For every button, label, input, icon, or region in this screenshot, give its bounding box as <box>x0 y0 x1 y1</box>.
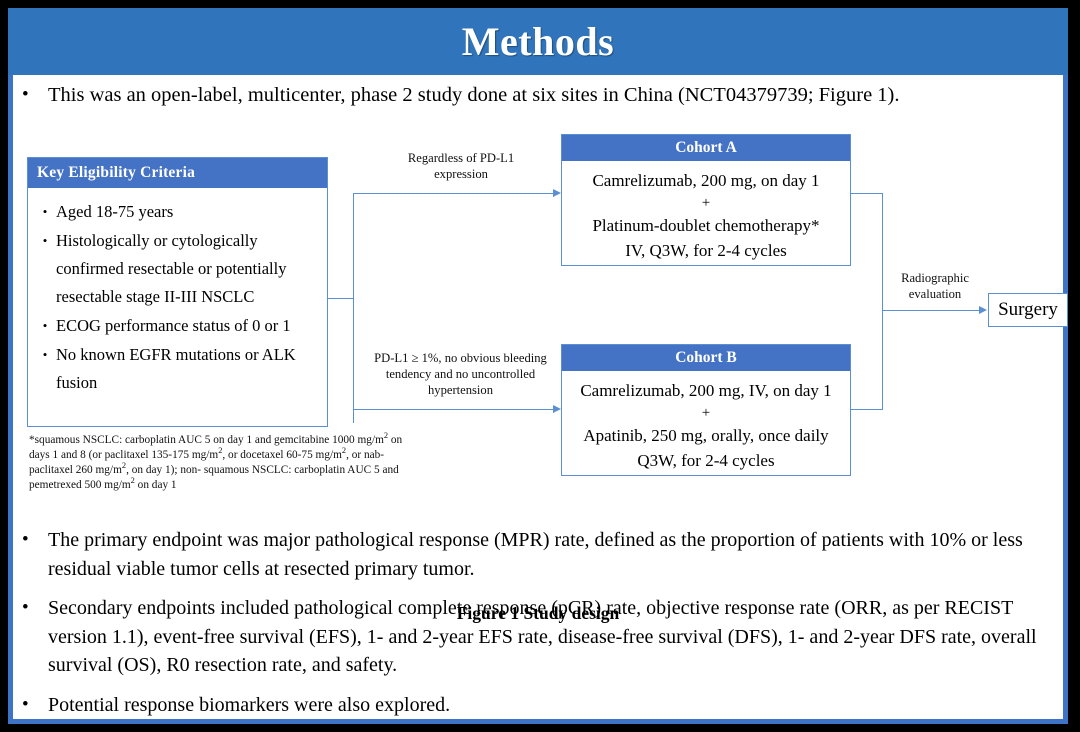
cohort-a-line-1: Camrelizumab, 200 mg, on day 1 <box>592 171 820 190</box>
footnote-sup: 2 <box>341 446 347 456</box>
cohort-a-body: Camrelizumab, 200 mg, on day 1 + Platinu… <box>562 161 850 263</box>
bullet-marker-icon: • <box>42 318 48 333</box>
list-item: • Potential response biomarkers were als… <box>22 691 1057 720</box>
eligibility-item-text: ECOG performance status of 0 or 1 <box>56 316 291 335</box>
eligibility-criteria-box: Key Eligibility Criteria • Aged 18-75 ye… <box>27 157 328 427</box>
eligibility-box-header: Key Eligibility Criteria <box>28 158 327 188</box>
connector-line <box>328 298 354 300</box>
connector-line <box>882 310 982 312</box>
connector-line <box>353 409 555 411</box>
intro-bullet: • This was an open-label, multicenter, p… <box>22 81 1054 109</box>
footnote-line-1-a: *squamous NSCLC: carboplatin AUC 5 on da… <box>29 434 384 446</box>
eligibility-item-text: Histologically or cytologically confirme… <box>56 231 287 306</box>
footnote-sup: 2 <box>383 431 389 441</box>
list-item: • This was an open-label, multicenter, p… <box>22 81 1054 109</box>
connector-line <box>353 193 355 423</box>
footnote-sup: 2 <box>130 476 135 486</box>
cohort-b-box: Cohort B Camrelizumab, 200 mg, IV, on da… <box>561 344 851 476</box>
connector-label-surgery: Radiographic evaluation <box>901 271 969 301</box>
bullet-marker-icon: • <box>22 693 29 715</box>
footnote-line-2-c: , or nab-paclitaxel 260 mg/m <box>29 449 385 476</box>
cohort-a-box: Cohort A Camrelizumab, 200 mg, on day 1 … <box>561 134 851 266</box>
eligibility-item-text: Aged 18-75 years <box>56 202 174 221</box>
footnote-line-2-a: paclitaxel 135-175 mg/m <box>104 449 219 461</box>
arrow-head-icon <box>979 306 987 314</box>
list-item: • Histologically or cytologically confir… <box>34 227 319 311</box>
surgery-box: Surgery <box>988 293 1068 327</box>
cohort-b-line-2: Apatinib, 250 mg, orally, once daily <box>583 426 829 445</box>
footnote-line-3-a: squamous NSCLC: carboplatin AUC 5 and pe… <box>29 464 399 491</box>
cohort-a-line-2: Platinum-doublet chemotherapy* <box>592 216 820 235</box>
bullet-marker-icon: • <box>22 597 29 618</box>
cohort-b-header: Cohort B <box>562 345 850 371</box>
surgery-label: Surgery <box>998 299 1058 320</box>
footnote-line-3-b: on day 1 <box>134 479 177 491</box>
slide-canvas: Methods • This was an open-label, multic… <box>8 8 1068 724</box>
footnote-sup: 2 <box>121 461 127 471</box>
list-item: • Secondary endpoints included pathologi… <box>22 594 1057 680</box>
cohort-a-line-3: IV, Q3W, for 2-4 cycles <box>625 241 787 260</box>
bullet-marker-icon: • <box>42 204 48 219</box>
bullet-marker-icon: • <box>42 233 48 248</box>
eligibility-box-body: • Aged 18-75 years • Histologically or c… <box>28 188 327 397</box>
figure-footnote: *squamous NSCLC: carboplatin AUC 5 on da… <box>29 431 419 493</box>
figure-caption: Figure 1 Study design <box>456 603 620 623</box>
bullet-text-secondary-endpoints: Secondary endpoints included pathologica… <box>48 597 1037 676</box>
connector-line <box>851 409 883 411</box>
arrow-head-icon <box>553 189 561 197</box>
list-item: • The primary endpoint was major patholo… <box>22 526 1057 583</box>
study-design-figure: Key Eligibility Criteria • Aged 18-75 ye… <box>13 118 1068 623</box>
footnote-line-2-b: , or docetaxel 60-75 mg/m <box>222 449 342 461</box>
list-item: • No known EGFR mutations or ALK fusion <box>34 341 319 397</box>
connector-label-cohort-b: PD-L1 ≥ 1%, no obvious bleeding tendency… <box>374 351 547 397</box>
footnote-line-2-d: , on day 1); non- <box>126 464 202 476</box>
connector-line <box>851 193 883 195</box>
cohort-b-line-1: Camrelizumab, 200 mg, IV, on day 1 <box>580 381 832 400</box>
bullet-marker-icon: • <box>22 529 29 550</box>
connector-label-cohort-a: Regardless of PD-L1 expression <box>407 151 515 181</box>
eligibility-item-text: No known EGFR mutations or ALK fusion <box>56 345 296 392</box>
footnote-sup: 2 <box>218 446 223 456</box>
page-title: Methods <box>461 18 615 64</box>
list-item: • ECOG performance status of 0 or 1 <box>34 312 319 340</box>
endpoints-bullet-list: • The primary endpoint was major patholo… <box>22 526 1057 730</box>
bullet-text-primary-endpoint: The primary endpoint was major pathologi… <box>48 529 1023 580</box>
connector-line <box>353 193 555 195</box>
cohort-a-header: Cohort A <box>562 135 850 161</box>
bullet-marker-icon: • <box>42 347 48 362</box>
cohort-b-line-3: Q3W, for 2-4 cycles <box>637 451 775 470</box>
list-item: • Aged 18-75 years <box>34 198 319 226</box>
cohort-b-plus: + <box>701 405 711 421</box>
footnote-line-1-b: on days 1 and 8 (or <box>29 434 403 461</box>
bullet-marker-icon: • <box>22 84 29 105</box>
arrow-head-icon <box>553 405 561 413</box>
slide-title-bar: Methods <box>8 8 1068 75</box>
intro-bullet-text: This was an open-label, multicenter, pha… <box>48 84 900 106</box>
bullet-text-biomarkers: Potential response biomarkers were also … <box>48 693 451 716</box>
connector-line <box>882 193 884 410</box>
cohort-b-body: Camrelizumab, 200 mg, IV, on day 1 + Apa… <box>562 371 850 473</box>
cohort-a-plus: + <box>701 195 711 211</box>
